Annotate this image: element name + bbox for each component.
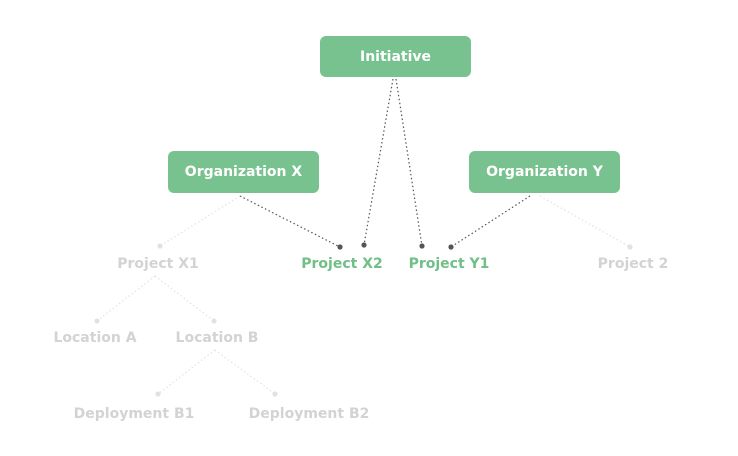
connector-endpoint xyxy=(627,244,633,250)
connector-initiative-to-project-y1 xyxy=(395,78,423,247)
connector-endpoint xyxy=(419,243,425,249)
node-organization-y[interactable]: Organization Y xyxy=(469,151,620,193)
connector-endpoint xyxy=(157,243,163,249)
connector-organization-y-to-project-y1 xyxy=(450,195,531,248)
node-deployment-b2[interactable]: Deployment B2 xyxy=(248,406,370,422)
node-location-b[interactable]: Location B xyxy=(175,330,259,346)
connector-organization-x-to-project-x2 xyxy=(239,195,341,248)
node-project-x2[interactable]: Project X2 xyxy=(301,256,383,272)
node-location-a[interactable]: Location A xyxy=(53,330,137,346)
node-initiative[interactable]: Initiative xyxy=(320,36,471,77)
node-project-x1[interactable]: Project X1 xyxy=(117,256,199,272)
connector-organization-y-to-project-2 xyxy=(539,195,631,248)
connector-location-b-to-deployment-b2 xyxy=(214,349,276,395)
connector-organization-x-to-project-x1 xyxy=(159,195,241,247)
connector-endpoint xyxy=(94,318,100,324)
node-project-y1[interactable]: Project Y1 xyxy=(408,256,490,272)
connector-location-b-to-deployment-b1 xyxy=(157,349,216,395)
connector-endpoint xyxy=(155,391,161,397)
connector-endpoint xyxy=(211,318,217,324)
connector-endpoint xyxy=(337,244,343,250)
connector-endpoint xyxy=(361,242,367,248)
node-deployment-b1[interactable]: Deployment B1 xyxy=(73,406,195,422)
connector-project-x1-to-location-b xyxy=(154,275,215,322)
node-project-2[interactable]: Project 2 xyxy=(597,256,669,272)
connector-initiative-to-project-x2 xyxy=(363,78,394,246)
node-organization-x[interactable]: Organization X xyxy=(168,151,319,193)
connector-project-x1-to-location-a xyxy=(96,275,156,322)
connector-endpoint xyxy=(272,391,278,397)
connector-endpoint xyxy=(448,244,454,250)
